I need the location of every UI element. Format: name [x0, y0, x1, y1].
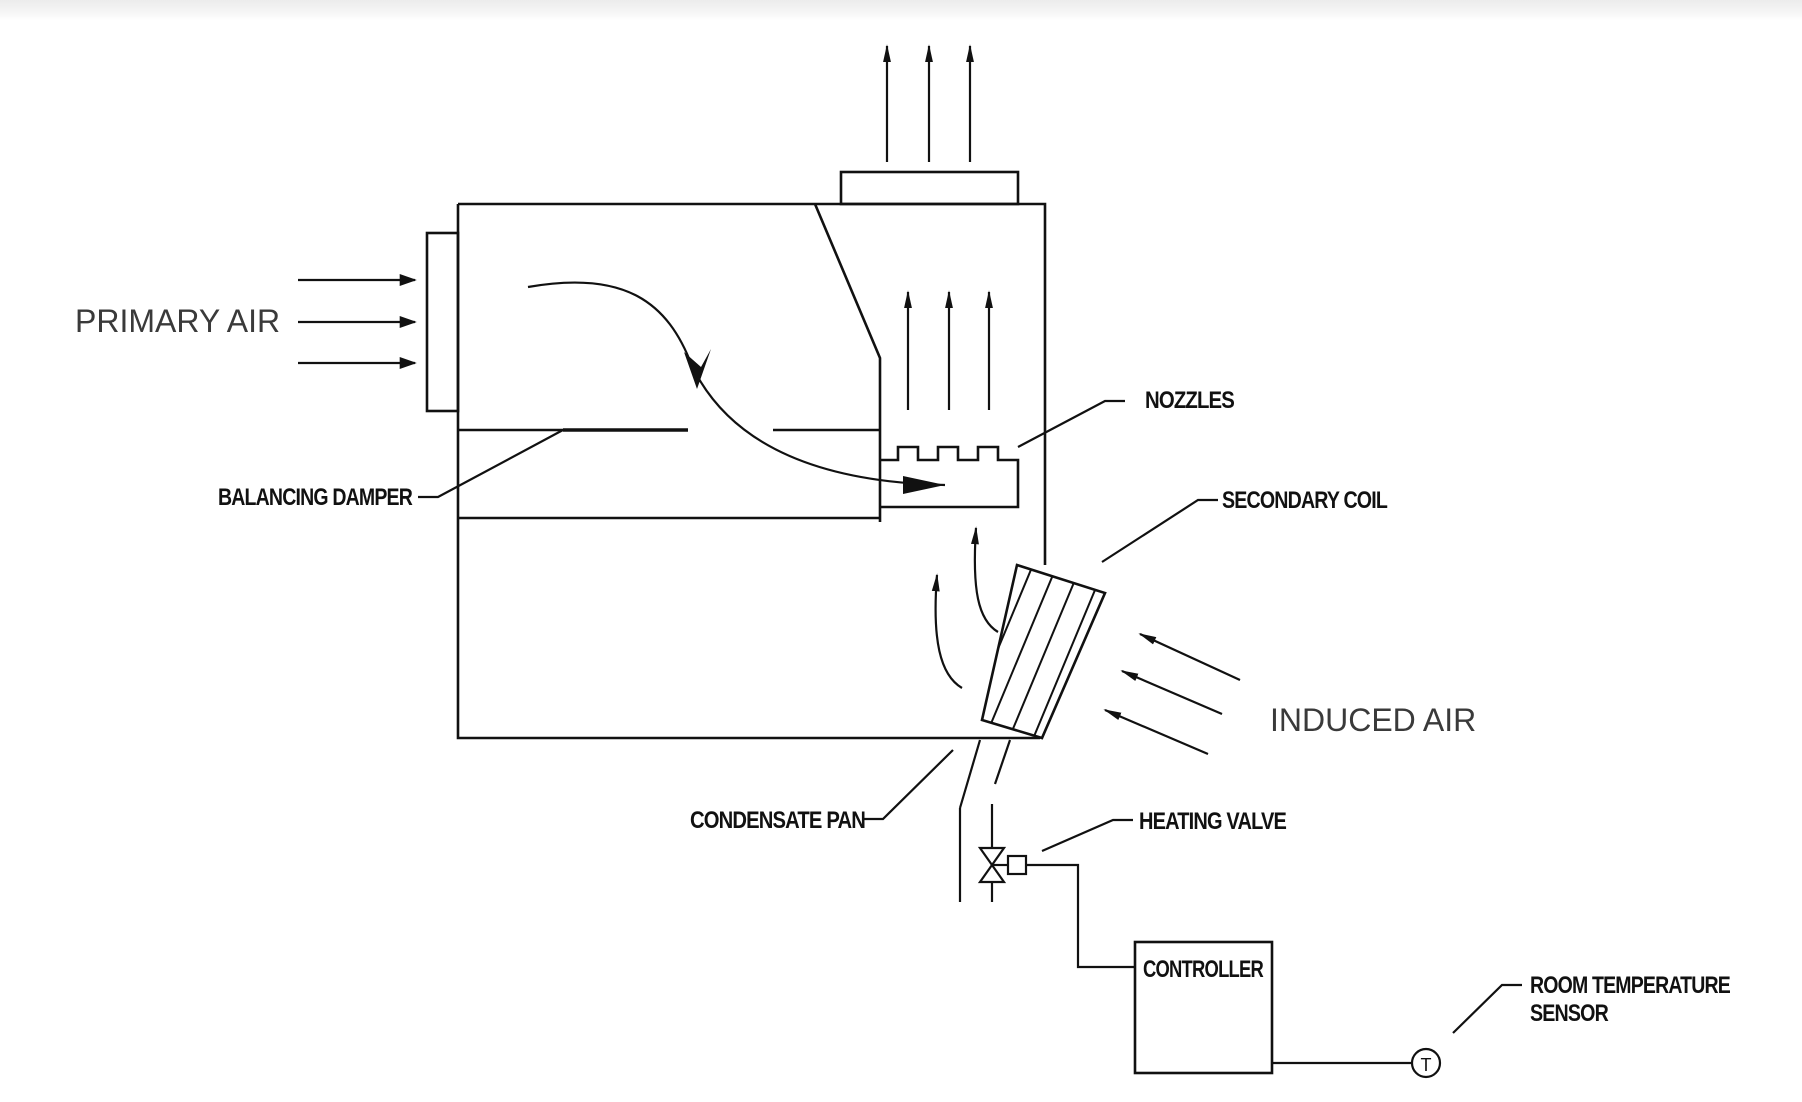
discharge-air-arrows	[883, 44, 974, 162]
nozzle-manifold	[880, 445, 1020, 509]
controller-label: CONTROLLER	[1143, 956, 1264, 983]
room-temperature-label-line2: SENSOR	[1530, 1000, 1609, 1027]
condensate-pan-label: CONDENSATE PAN	[690, 807, 865, 834]
airflow-end-arrowhead	[903, 476, 945, 494]
nozzle-jet-arrows	[904, 290, 993, 410]
primary-air-inlet-collar	[425, 231, 460, 413]
heating-valve-label: HEATING VALVE	[1139, 808, 1287, 835]
controller-box	[1133, 940, 1274, 1075]
induced-airflow-curves	[931, 526, 999, 689]
induced-air-label: INDUCED AIR	[1270, 702, 1476, 738]
primary-air-arrows	[298, 274, 417, 369]
airflow-mid-arrowhead	[684, 349, 711, 389]
secondary-coil	[980, 563, 1107, 740]
secondary-coil-label: SECONDARY COIL	[1222, 487, 1387, 514]
coil-pipes	[958, 739, 1012, 902]
primary-airflow-path	[527, 281, 946, 487]
primary-air-label: PRIMARY AIR	[75, 303, 280, 339]
sensor-symbol: T	[1421, 1055, 1432, 1075]
induced-air-arrows	[1103, 633, 1241, 756]
heating-valve	[977, 846, 1028, 884]
plenum-section	[458, 428, 880, 520]
room-temperature-sensor	[1410, 1047, 1442, 1079]
nozzles-label: NOZZLES	[1145, 387, 1235, 414]
leader-lines	[418, 399, 1522, 1034]
window-top-strip	[0, 0, 1802, 20]
control-wiring	[1026, 863, 1412, 1065]
internal-partition	[813, 203, 882, 522]
outlet-collar	[839, 170, 1020, 206]
balancing-damper-label: BALANCING DAMPER	[218, 484, 413, 511]
room-temperature-label-line1: ROOM TEMPERATURE	[1530, 972, 1731, 999]
